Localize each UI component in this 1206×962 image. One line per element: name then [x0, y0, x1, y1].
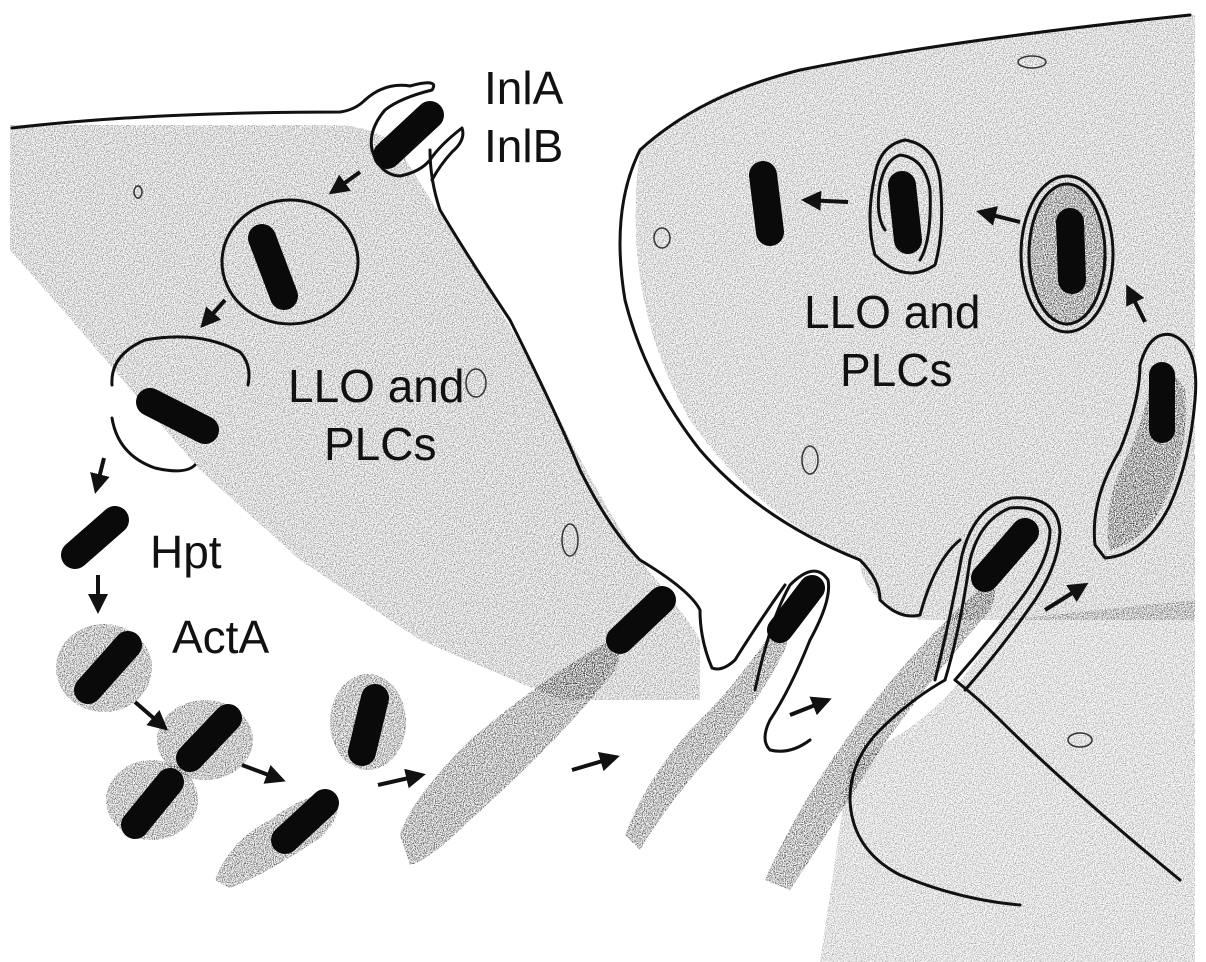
arrow-3 — [96, 458, 104, 490]
arrow-13 — [805, 200, 848, 202]
arrow-9 — [790, 700, 828, 715]
label-inlb: InlB — [484, 120, 563, 172]
bacterium-free-neighbor — [763, 175, 770, 232]
arrow-5 — [135, 702, 165, 728]
bacterium-entry — [387, 115, 430, 155]
label-acta: ActA — [172, 611, 269, 663]
bacterium-free — [75, 520, 115, 555]
label-inla: InlA — [484, 62, 564, 114]
arrow-8 — [572, 757, 616, 770]
label-llo-left-line2: PLCs — [324, 418, 436, 470]
bacteria-polarized-actin — [215, 674, 406, 888]
arrow-6 — [242, 765, 282, 780]
bacteria-dividing — [106, 700, 253, 840]
left-cell-cytoplasm-stipple — [10, 125, 700, 700]
lower-cell-cytoplasm-stipple — [820, 600, 1195, 962]
label-llo-left-line1: LLO and — [288, 360, 464, 412]
double-membrane-vacuole-oval — [1021, 176, 1113, 332]
label-llo-right-line1: LLO and — [804, 286, 980, 338]
label-hpt: Hpt — [150, 526, 222, 578]
label-llo-right-line2: PLCs — [840, 344, 952, 396]
arrow-7 — [378, 775, 422, 785]
bacterium-acta-coated — [56, 624, 152, 712]
